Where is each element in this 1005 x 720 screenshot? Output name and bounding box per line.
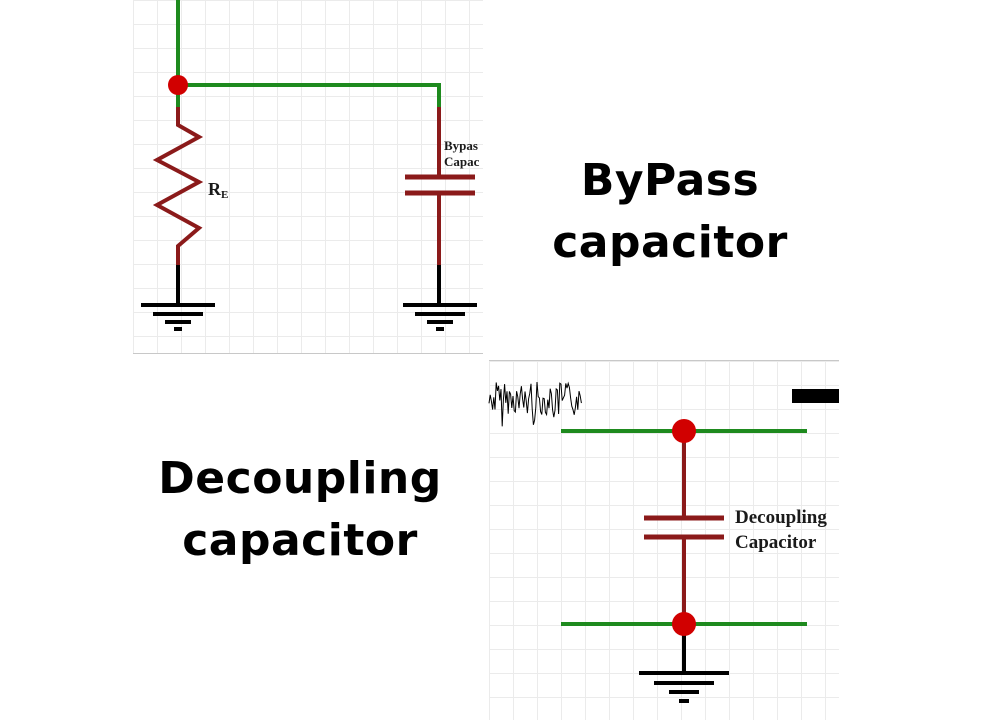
junction-node	[168, 75, 188, 95]
ground-icon	[639, 671, 729, 703]
junction-node-bottom	[672, 612, 696, 636]
bypass-title-line1: ByPass	[580, 155, 760, 206]
decoupling-schematic: Decoupling Capacitor	[488, 381, 839, 703]
decoupling-capacitor-label: Decoupling Capacitor	[735, 507, 827, 553]
decoupling-title-line2: capacitor	[182, 515, 418, 566]
bypass-schematic: RE Bypas Capac	[141, 0, 480, 331]
noise-waveform-icon	[488, 381, 582, 427]
decoupling-schematic-panel: Decoupling Capacitor	[488, 360, 839, 720]
bypass-title-line2: capacitor	[552, 217, 788, 268]
resistor-re	[152, 107, 204, 265]
decoupling-title-line1: Decoupling	[158, 453, 442, 504]
junction-node-top	[672, 419, 696, 443]
capacitor-label-line1: Decoupling	[735, 507, 827, 528]
bypass-title: ByPass capacitor	[520, 150, 820, 274]
ground-icon	[141, 303, 215, 331]
capacitor-label-line2: Capacitor	[735, 532, 817, 553]
ground-icon	[403, 303, 477, 331]
capacitor-label-line1: Bypas	[444, 138, 478, 153]
capacitor-label-line2: Capac	[444, 154, 480, 169]
bypass-capacitor-label: Bypas Capac	[444, 138, 480, 169]
bypass-schematic-panel: RE Bypas Capac	[133, 0, 483, 354]
clean-dc-signal-icon	[792, 389, 839, 403]
resistor-label: RE	[208, 179, 228, 201]
decoupling-title: Decoupling capacitor	[150, 448, 450, 572]
